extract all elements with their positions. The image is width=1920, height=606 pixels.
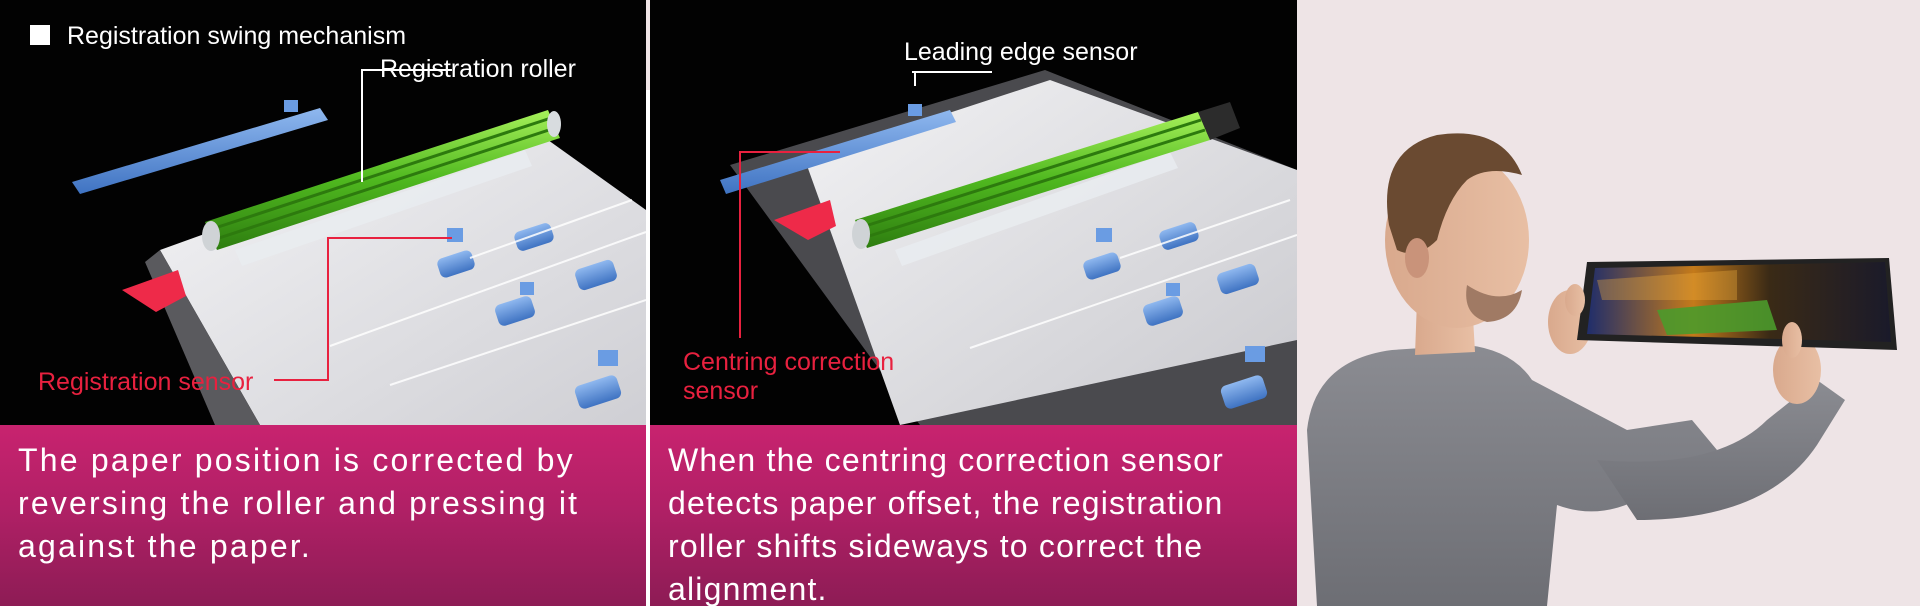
- sensor-clusters: [1083, 222, 1268, 409]
- sensor-bar: [72, 108, 328, 194]
- heading-bullet: [30, 25, 50, 45]
- centring-correction-illustration: Leading edge sensor Centring correction …: [650, 0, 1297, 425]
- roller-diagram: [72, 69, 646, 425]
- panel-divider: [646, 90, 650, 606]
- leading-edge-sensor-label: Leading edge sensor: [904, 38, 1138, 66]
- direction-arrow: [774, 200, 836, 240]
- paper-sheet: [160, 120, 646, 425]
- panel-heading: Registration swing mechanism: [67, 22, 407, 50]
- registration-roller: [202, 110, 561, 251]
- registration-roller: [852, 102, 1240, 249]
- registration-roller-label: Registration roller: [380, 55, 576, 83]
- transparent-roller: [235, 150, 532, 266]
- centring-diagram: [720, 70, 1297, 425]
- registration-swing-panel: Registration swing mechanism Registratio…: [0, 0, 646, 606]
- caption-text-middle: When the centring correction sensor dete…: [668, 442, 1225, 606]
- registration-swing-illustration: Registration swing mechanism Registratio…: [0, 0, 646, 425]
- direction-arrow: [122, 270, 186, 312]
- sensor-clusters: [437, 223, 622, 409]
- caption-text-left: The paper position is corrected by rever…: [18, 442, 580, 564]
- registration-sensor-label: Registration sensor: [38, 368, 254, 396]
- caption-box-left: The paper position is corrected by rever…: [0, 425, 646, 606]
- man-holding-photo-book-image: [1307, 133, 1897, 606]
- centring-sensor-label-line2: sensor: [683, 377, 759, 405]
- centring-correction-panel: Leading edge sensor Centring correction …: [650, 0, 1297, 606]
- centring-sensor-label-line1: Centring correction: [683, 348, 895, 376]
- caption-box-middle: When the centring correction sensor dete…: [650, 425, 1297, 606]
- photo-panel: [1297, 0, 1920, 606]
- photo-book: [1577, 258, 1897, 350]
